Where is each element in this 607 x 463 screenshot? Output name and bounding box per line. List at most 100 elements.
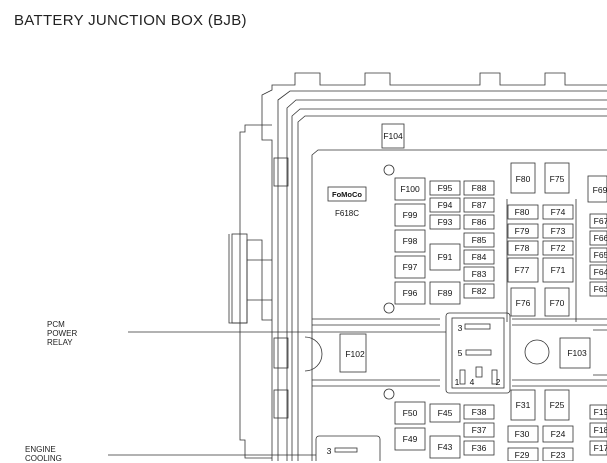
relay-pin: 2 bbox=[496, 377, 501, 387]
relay-terminal bbox=[475, 366, 483, 378]
fuse-slot bbox=[463, 180, 495, 196]
fuse-slot bbox=[544, 162, 570, 194]
fuse-slot bbox=[589, 422, 607, 438]
fuse-slot bbox=[542, 425, 574, 443]
page-title: BATTERY JUNCTION BOX (BJB) bbox=[14, 12, 247, 29]
fuse-slot bbox=[589, 404, 607, 420]
relay-inner bbox=[451, 317, 505, 389]
fuse-slot bbox=[463, 404, 495, 420]
fuse-label: F38 bbox=[472, 407, 487, 417]
fuse-slot bbox=[542, 223, 574, 239]
fuse-slot bbox=[429, 435, 461, 459]
fuse-slot bbox=[589, 440, 607, 456]
fuse-slot bbox=[510, 162, 536, 194]
fuse-slot bbox=[394, 281, 426, 305]
fuse-label: F72 bbox=[551, 243, 566, 253]
fuse-label: F36 bbox=[472, 443, 487, 453]
fuse-slot bbox=[544, 389, 570, 421]
left-bracket bbox=[228, 234, 272, 324]
fuse-label: F79 bbox=[515, 226, 530, 236]
housing-inner-2 bbox=[286, 99, 607, 461]
relay-pin: 1 bbox=[455, 377, 460, 387]
housing-inner-4 bbox=[297, 115, 607, 461]
fuse-slot bbox=[507, 425, 539, 443]
fuse-label: F94 bbox=[438, 200, 453, 210]
fuse-slot bbox=[463, 440, 495, 456]
inner-panel bbox=[311, 149, 607, 461]
fuse-slot bbox=[429, 281, 461, 305]
fuse-label: F76 bbox=[516, 298, 531, 308]
fuse-label: F98 bbox=[403, 236, 418, 246]
f102-housing bbox=[339, 333, 367, 373]
fuse-label: F83 bbox=[472, 269, 487, 279]
fuse-slot bbox=[463, 283, 495, 299]
right-bracket bbox=[593, 329, 607, 376]
fuse-slot bbox=[429, 403, 461, 423]
fuse-label: F91 bbox=[438, 252, 453, 262]
divider-rail bbox=[512, 318, 607, 387]
fuse-label: F18 bbox=[594, 425, 607, 435]
fuse-label: F71 bbox=[551, 265, 566, 275]
fuse-label: F96 bbox=[403, 288, 418, 298]
fuse-label: F17 bbox=[594, 443, 607, 453]
housing-outline bbox=[261, 72, 607, 461]
relay-pin: 5 bbox=[458, 348, 463, 358]
relay-terminal bbox=[464, 323, 491, 330]
fuse-slot bbox=[542, 240, 574, 256]
mount-hole bbox=[383, 302, 395, 314]
fuse-slot bbox=[589, 213, 607, 229]
fuse-slot bbox=[589, 230, 607, 246]
fuse-slot bbox=[507, 240, 539, 256]
fuse-label: F25 bbox=[550, 400, 565, 410]
fuse-slot bbox=[587, 175, 607, 203]
pcm-power-relay-label: PCM POWER RELAY bbox=[47, 320, 77, 347]
fuse-label: F89 bbox=[438, 288, 453, 298]
boss bbox=[304, 336, 323, 372]
logo-box bbox=[327, 186, 367, 202]
fuse-label: F74 bbox=[551, 207, 566, 217]
fuse-label: F97 bbox=[403, 262, 418, 272]
fuse-slot bbox=[542, 257, 574, 283]
callout-line: POWER bbox=[47, 329, 78, 338]
fuse-label: F73 bbox=[551, 226, 566, 236]
fuse-slot bbox=[429, 243, 461, 271]
fuse-slot bbox=[542, 447, 574, 461]
engine-cooling-relay bbox=[315, 435, 381, 461]
engine-cooling-label: ENGINE COOLING bbox=[25, 445, 62, 463]
fuse-slot bbox=[542, 204, 574, 220]
fuse-slot bbox=[394, 203, 426, 227]
fuse-slot bbox=[544, 287, 570, 317]
fuse-label: F78 bbox=[515, 243, 530, 253]
relay-terminal bbox=[465, 349, 492, 356]
fuse-slot bbox=[429, 214, 461, 230]
fuse-slot bbox=[463, 266, 495, 282]
relay-terminal bbox=[491, 369, 498, 385]
fuse-label: F24 bbox=[551, 429, 566, 439]
logo-text: FoMoCo bbox=[332, 190, 362, 199]
fuse-slot bbox=[589, 247, 607, 263]
relay-pin: 3 bbox=[458, 323, 463, 333]
connector-block bbox=[506, 199, 577, 322]
fuse-slot bbox=[463, 232, 495, 248]
left-tab-upper bbox=[239, 124, 272, 459]
callout-line: COOLING bbox=[25, 454, 62, 463]
fuse-label: F99 bbox=[403, 210, 418, 220]
fuse-slot bbox=[429, 197, 461, 213]
fuse-label: F43 bbox=[438, 442, 453, 452]
pcm-power-relay bbox=[445, 312, 511, 394]
fuse-label: F93 bbox=[438, 217, 453, 227]
left-tab-rect bbox=[231, 233, 248, 324]
mount-hole bbox=[383, 388, 395, 400]
mount-hole bbox=[383, 164, 395, 176]
f103-housing bbox=[559, 337, 591, 369]
fuse-label: F64 bbox=[594, 267, 607, 277]
fuse-label: F102 bbox=[345, 349, 365, 359]
fuse-slot bbox=[510, 287, 536, 317]
fuse-label: F70 bbox=[550, 298, 565, 308]
fuse-label: F50 bbox=[403, 408, 418, 418]
relay-pin: 3 bbox=[327, 446, 332, 456]
fuse-slot bbox=[507, 257, 539, 283]
fuse-top-housing bbox=[381, 123, 405, 149]
fuse-slot bbox=[507, 223, 539, 239]
fuse-label: F67 bbox=[594, 216, 607, 226]
